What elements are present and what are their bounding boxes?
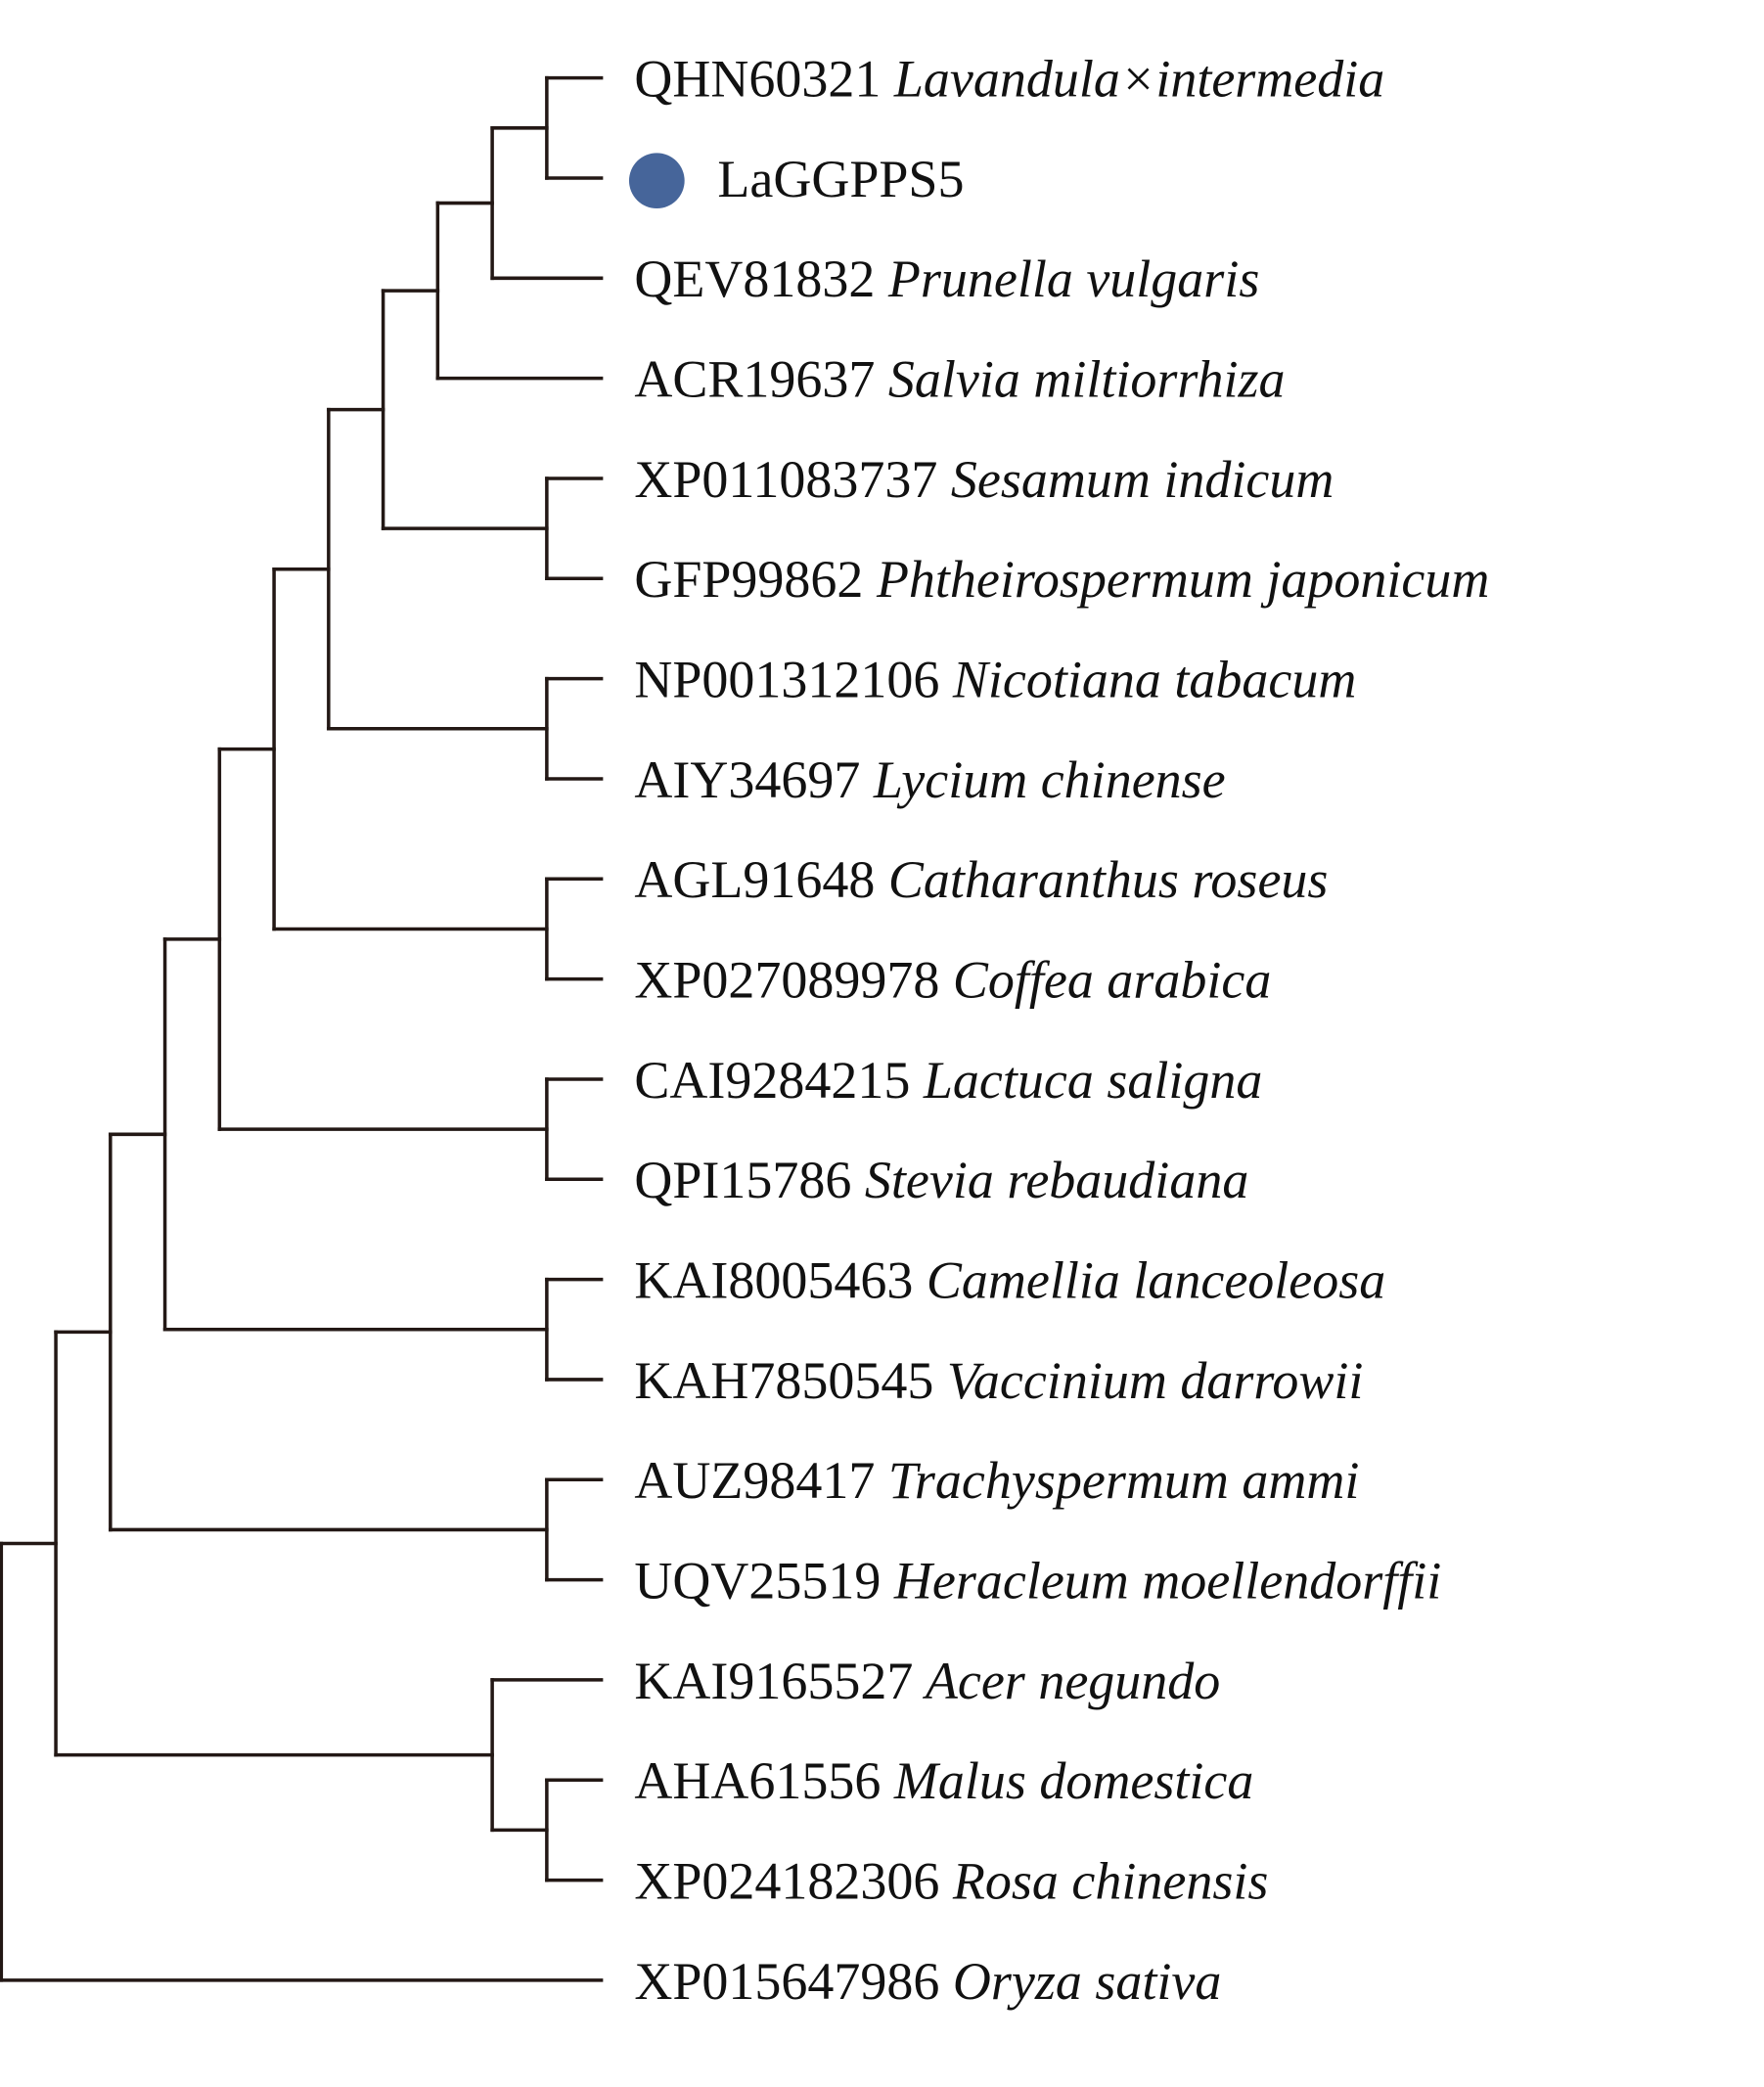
species-name: Sesamum indicum <box>937 450 1334 509</box>
species-name: Vaccinium darrowii <box>933 1351 1363 1410</box>
species-name: Lycium chinense <box>860 750 1225 809</box>
accession-id: XP024182306 <box>634 1851 939 1910</box>
species-name: Stevia rebaudiana <box>851 1151 1248 1209</box>
accession-id: XP027089978 <box>634 951 939 1010</box>
species-name: Catharanthus roseus <box>875 850 1328 909</box>
species-name: Acer negundo <box>913 1652 1220 1710</box>
accession-id: KAI8005463 <box>634 1251 913 1310</box>
accession-id: ACR19637 <box>634 350 875 409</box>
leaf-label: XP024182306 Rosa chinensis <box>634 1851 1268 1910</box>
species-name: Oryza sativa <box>939 1952 1221 2011</box>
leaf-label: KAI8005463 Camellia lanceoleosa <box>634 1251 1385 1310</box>
leaf-label: ACR19637 Salvia miltiorrhiza <box>634 350 1285 409</box>
species-name: Rosa chinensis <box>939 1851 1268 1910</box>
leaf-label: QPI15786 Stevia rebaudiana <box>634 1151 1248 1209</box>
species-name: Lavandula×intermedia <box>881 50 1384 109</box>
species-name: Salvia miltiorrhiza <box>875 350 1285 409</box>
accession-id: UQV25519 <box>634 1552 881 1611</box>
leaf-label: KAI9165527 Acer negundo <box>634 1652 1220 1710</box>
leaf-label: AHA61556 Malus domestica <box>634 1751 1253 1810</box>
leaf-label: XP027089978 Coffea arabica <box>634 951 1271 1010</box>
leaf-label: KAH7850545 Vaccinium darrowii <box>634 1351 1363 1410</box>
species-name: Trachyspermum ammi <box>875 1451 1359 1510</box>
accession-id: CAI9284215 <box>634 1051 910 1110</box>
accession-id: LaGGPPS5 <box>717 150 964 208</box>
accession-id: XP011083737 <box>634 450 937 509</box>
highlight-circle-icon <box>628 153 685 209</box>
accession-id: QHN60321 <box>634 50 881 109</box>
accession-id: XP015647986 <box>634 1952 939 2011</box>
leaf-label: GFP99862 Phtheirospermum japonicum <box>634 550 1489 609</box>
species-name: Heracleum moellendorffii <box>881 1552 1441 1611</box>
leaf-label: AGL91648 Catharanthus roseus <box>634 850 1328 909</box>
accession-id: KAI9165527 <box>634 1652 913 1710</box>
accession-id: QEV81832 <box>634 250 875 308</box>
accession-id: AHA61556 <box>634 1751 881 1810</box>
accession-id: AUZ98417 <box>634 1451 875 1510</box>
leaf-label: LaGGPPS5 <box>717 150 964 208</box>
species-name: Camellia lanceoleosa <box>913 1251 1385 1310</box>
leaf-label: QEV81832 Prunella vulgaris <box>634 250 1259 308</box>
species-name: Malus domestica <box>881 1751 1253 1810</box>
accession-id: AIY34697 <box>634 750 860 809</box>
leaf-label: AIY34697 Lycium chinense <box>634 750 1225 809</box>
leaf-label: UQV25519 Heracleum moellendorffii <box>634 1552 1441 1611</box>
accession-id: NP001312106 <box>634 651 939 709</box>
accession-id: GFP99862 <box>634 550 863 609</box>
leaf-label: NP001312106 Nicotiana tabacum <box>634 651 1356 709</box>
tree-branches <box>0 75 604 1982</box>
leaf-label: XP011083737 Sesamum indicum <box>634 450 1334 509</box>
accession-id: AGL91648 <box>634 850 875 909</box>
leaf-label: QHN60321 Lavandula×intermedia <box>634 50 1384 109</box>
leaf-label: XP015647986 Oryza sativa <box>634 1952 1221 2011</box>
species-name: Phtheirospermum japonicum <box>863 550 1489 609</box>
leaf-label: AUZ98417 Trachyspermum ammi <box>634 1451 1359 1510</box>
accession-id: QPI15786 <box>634 1151 851 1209</box>
species-name: Coffea arabica <box>939 951 1271 1010</box>
species-name: Lactuca saligna <box>910 1051 1262 1110</box>
accession-id: KAH7850545 <box>634 1351 933 1410</box>
tree-labels: QHN60321 Lavandula×intermediaLaGGPPS5QEV… <box>628 50 1489 2011</box>
leaf-label: CAI9284215 Lactuca saligna <box>634 1051 1262 1110</box>
species-name: Prunella vulgaris <box>875 250 1259 308</box>
species-name: Nicotiana tabacum <box>939 651 1356 709</box>
